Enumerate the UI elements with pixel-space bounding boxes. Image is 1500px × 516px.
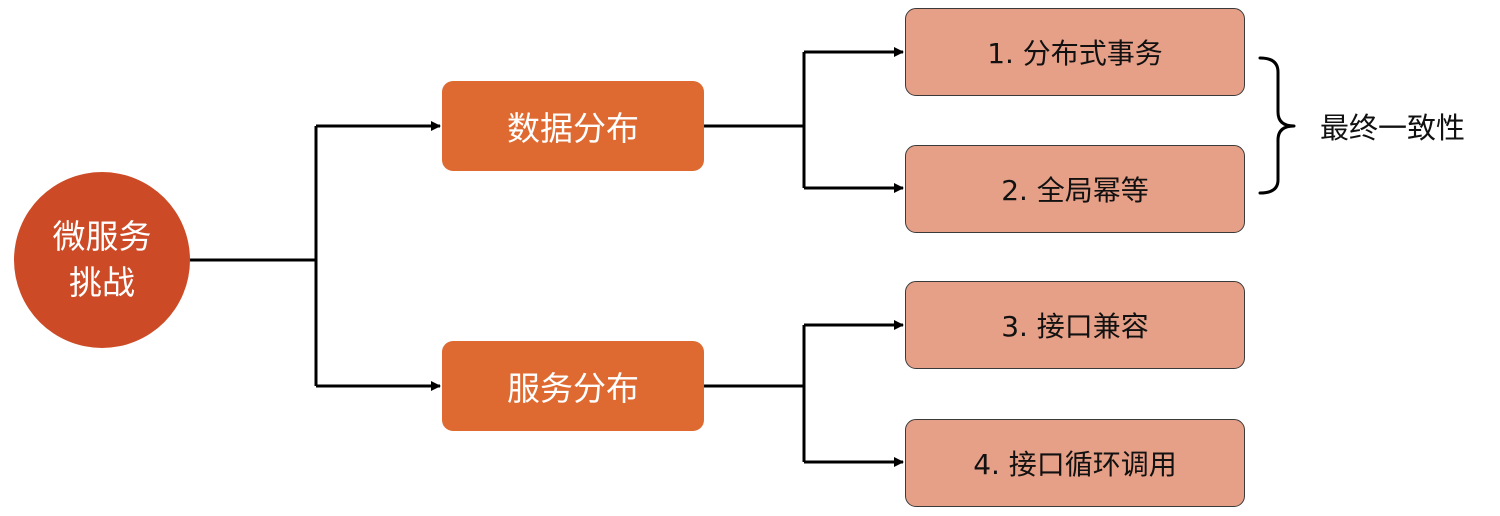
- leaf-node-interface-compatibility: 3. 接口兼容: [905, 281, 1245, 369]
- right-brace: [1258, 56, 1296, 195]
- root-node-label-line-1: 微服务: [52, 217, 152, 256]
- branch-node-service-distribution: 服务分布: [442, 341, 704, 431]
- root-node-microservice-challenges: 微服务 挑战: [14, 172, 190, 348]
- leaf-node-label: 4. 接口循环调用: [973, 448, 1177, 481]
- leaf-node-global-idempotency: 2. 全局幂等: [905, 145, 1245, 233]
- leaf-node-label: 2. 全局幂等: [1001, 174, 1149, 207]
- leaf-node-interface-circular-call: 4. 接口循环调用: [905, 419, 1245, 507]
- branch-node-data-distribution: 数据分布: [442, 81, 704, 171]
- brace-note-eventual-consistency: 最终一致性: [1320, 111, 1466, 145]
- leaf-node-distributed-transaction: 1. 分布式事务: [905, 8, 1245, 96]
- leaf-node-label: 3. 接口兼容: [1001, 310, 1149, 343]
- branch-node-label: 服务分布: [507, 369, 639, 408]
- root-node-label-line-2: 挑战: [69, 263, 135, 302]
- leaf-node-label: 1. 分布式事务: [987, 37, 1163, 70]
- branch-node-label: 数据分布: [507, 109, 639, 148]
